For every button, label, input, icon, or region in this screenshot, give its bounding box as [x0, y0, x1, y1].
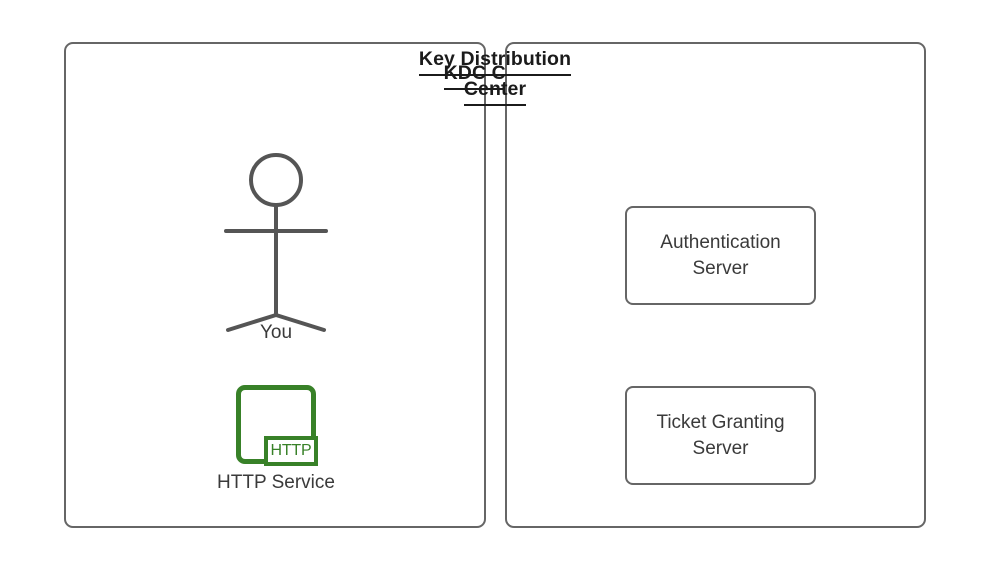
box-authentication-server-line-2: Server: [692, 257, 749, 279]
stick-figure-person-icon: [206, 118, 346, 348]
actor-label-you: You: [259, 322, 293, 343]
box-authentication-server-label: Authentication Server: [652, 230, 788, 282]
http-service-icon-badge: HTTP: [264, 436, 318, 466]
box-authentication-server-line-1: Authentication: [660, 231, 781, 253]
panel-title-key-distribution-center: Key Distribution Center: [0, 46, 990, 106]
box-ticket-granting-server: Ticket Granting Server: [625, 386, 816, 485]
panel-title-kdc-line-2: Center: [463, 76, 527, 106]
http-badge-label: HTTP: [270, 442, 312, 459]
panel-title-kdc-line-1: Key Distribution: [418, 46, 572, 76]
box-ticket-granting-server-line-1: Ticket Granting: [656, 411, 785, 433]
service-label-http-service: HTTP Service: [217, 472, 335, 493]
box-ticket-granting-server-label: Ticket Granting Server: [648, 410, 792, 462]
box-ticket-granting-server-line-2: Server: [692, 437, 749, 459]
http-service-icon: HTTP: [236, 385, 318, 466]
box-authentication-server: Authentication Server: [625, 206, 816, 305]
